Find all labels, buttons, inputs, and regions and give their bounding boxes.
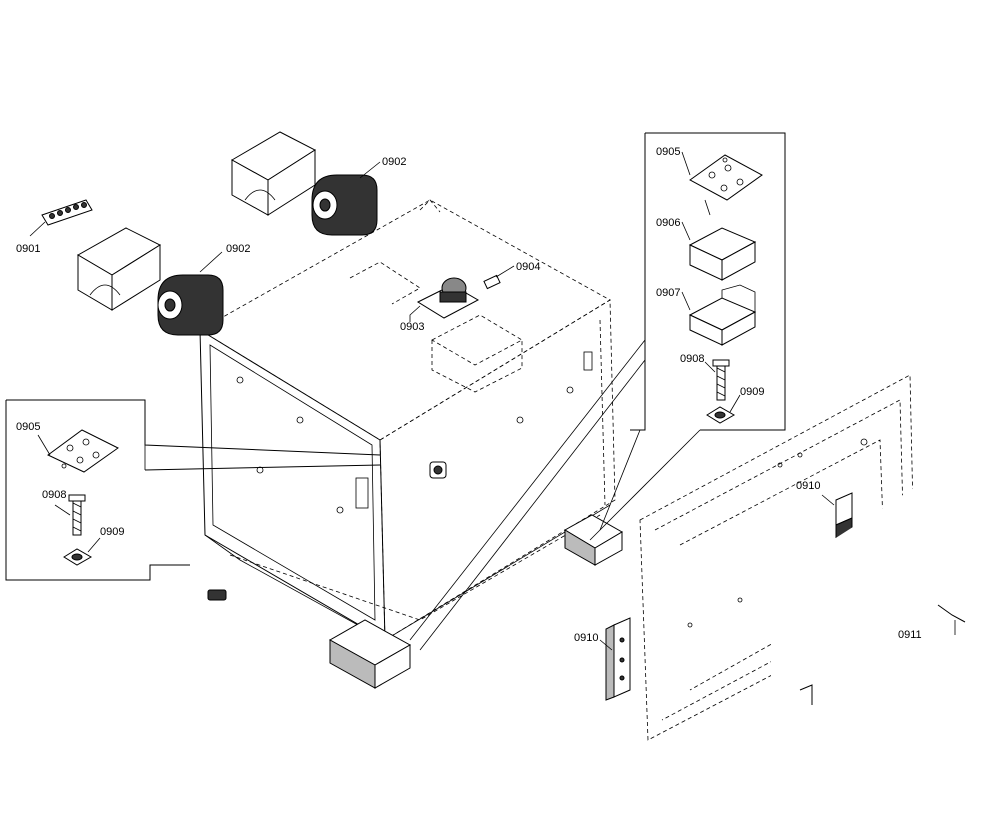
- callout-0903: 0903: [400, 321, 424, 333]
- part-0904-sensor: [483, 265, 515, 290]
- callout-0909-right: 0909: [740, 386, 764, 398]
- internal-bracket: [431, 314, 523, 393]
- callout-0902-lower: 0902: [226, 243, 250, 255]
- callout-0907: 0907: [656, 287, 680, 299]
- callout-0904: 0904: [516, 261, 540, 273]
- callout-0908-left: 0908: [42, 489, 66, 501]
- part-0902-housing-cover-lower: [76, 227, 162, 311]
- callout-0905-left: 0905: [16, 421, 40, 433]
- callout-0910-lower: 0910: [574, 632, 598, 644]
- part-0903-switch: [409, 277, 480, 322]
- part-0902-housing-cover-upper: [230, 131, 317, 216]
- callout-0908-right: 0908: [680, 353, 704, 365]
- detail-inset-left: [5, 399, 381, 581]
- part-0901-terminal-block: [29, 199, 93, 237]
- callout-0905-right: 0905: [656, 146, 680, 158]
- part-0902-motor-lower: [157, 251, 224, 336]
- callout-0909-left: 0909: [100, 526, 124, 538]
- callout-0901: 0901: [16, 243, 40, 255]
- callout-0902-upper: 0902: [382, 156, 406, 168]
- callout-0906: 0906: [656, 217, 680, 229]
- part-0902-motor-upper: [311, 161, 381, 236]
- cabinet-body: [199, 199, 616, 641]
- part-0911-door-frame: [771, 447, 1000, 715]
- cabinet-feet: [207, 461, 623, 689]
- callout-0910-upper: 0910: [796, 480, 820, 492]
- callout-0911: 0911: [898, 629, 922, 641]
- detail-inset-right: [409, 132, 786, 651]
- part-0910-hinge-lower: [599, 617, 631, 701]
